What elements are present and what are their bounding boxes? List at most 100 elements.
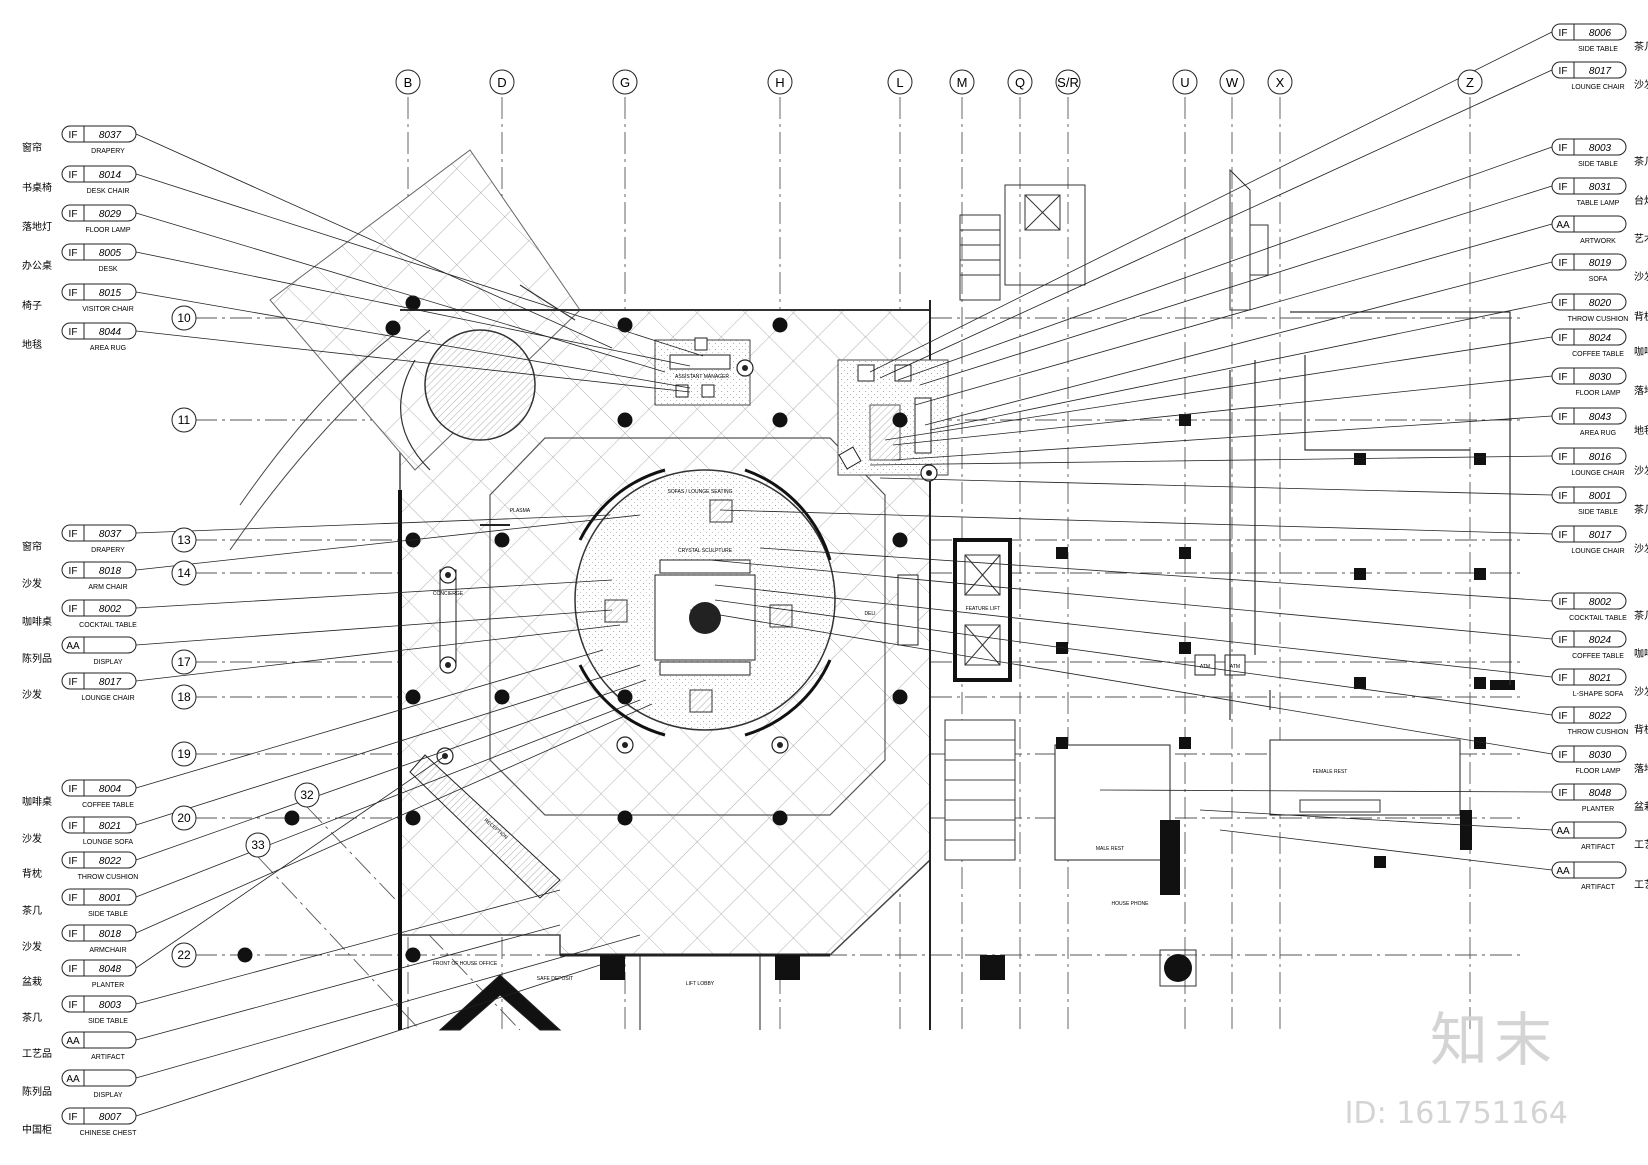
tag-chinese: 落地灯 xyxy=(22,220,52,233)
column-round xyxy=(617,317,633,333)
leader-line xyxy=(135,514,611,534)
leader-line xyxy=(879,69,1553,379)
planter-core xyxy=(445,662,451,668)
grid-bubble-row-label: 11 xyxy=(178,413,191,427)
grid-bubble-row-label: 17 xyxy=(177,655,191,669)
tag-capsule xyxy=(1551,177,1627,195)
column-square xyxy=(1474,677,1486,689)
tag-chinese: 咖啡桌 xyxy=(22,615,52,628)
leader-line xyxy=(709,559,1553,640)
tag-code: AA xyxy=(66,641,80,652)
tag-code: AA xyxy=(1556,826,1570,837)
grid-bubble-row xyxy=(171,527,197,553)
planter-core xyxy=(445,572,451,578)
tag-number: 8017 xyxy=(99,677,122,688)
grid-bubble-col-label: U xyxy=(1180,75,1189,90)
tag-code: IF xyxy=(69,964,78,975)
leader-line xyxy=(135,212,666,373)
grid-bubble-col-label: S/R xyxy=(1057,75,1079,90)
grid-bubble-row-label: 18 xyxy=(177,690,191,704)
tag-number: 8029 xyxy=(99,209,122,220)
tag-capsule xyxy=(61,204,137,222)
tag-chinese: 沙发 xyxy=(1634,464,1648,477)
tag-code: IF xyxy=(1559,333,1568,344)
tag-code: IF xyxy=(1559,258,1568,269)
grid-bubble-col-label: B xyxy=(404,75,413,90)
column-round xyxy=(405,947,421,963)
tag-code: IF xyxy=(69,677,78,688)
tag-english: LOUNGE CHAIR xyxy=(81,695,134,702)
planter-core xyxy=(622,742,628,748)
furniture-tag: IF8019SOFA沙发 xyxy=(1551,253,1648,283)
tag-english: PLANTER xyxy=(1582,806,1614,813)
tag-chinese: 沙发 xyxy=(22,940,42,953)
grid-line-diagonal xyxy=(257,856,421,1031)
tag-chinese: 地毯 xyxy=(22,338,42,351)
grid-bubble-row xyxy=(171,741,197,767)
column-square xyxy=(1374,856,1386,868)
tag-capsule xyxy=(61,672,137,690)
tag-capsule xyxy=(1551,592,1627,610)
tag-english: AREA RUG xyxy=(1580,430,1616,437)
leader-line xyxy=(135,251,691,367)
tag-number: 8024 xyxy=(1589,333,1612,344)
tag-code: IF xyxy=(69,209,78,220)
tag-number: 8003 xyxy=(1589,143,1612,154)
column-round xyxy=(892,689,908,705)
tag-capsule xyxy=(1551,821,1627,839)
grid-bubble-col xyxy=(489,69,515,95)
tag-number: 8003 xyxy=(99,1000,122,1011)
leader-line xyxy=(135,934,641,1079)
east-partitions xyxy=(1229,311,1511,720)
leader-line xyxy=(135,579,613,609)
tag-capsule xyxy=(61,1107,137,1125)
tag-code: AA xyxy=(66,1074,80,1085)
tag-capsule xyxy=(1551,745,1627,763)
structural-columns xyxy=(237,295,1486,963)
tag-chinese: 背枕 xyxy=(22,867,42,880)
leader-line xyxy=(135,964,601,1117)
tag-english: DRAPERY xyxy=(91,148,125,155)
tag-capsule xyxy=(1551,138,1627,156)
tag-capsule xyxy=(61,1069,137,1087)
column-round xyxy=(617,412,633,428)
tag-code: IF xyxy=(69,288,78,299)
tag-code: IF xyxy=(69,130,78,141)
tag-capsule xyxy=(1551,486,1627,504)
tag-capsule xyxy=(1551,407,1627,425)
tag-chinese: 茶几 xyxy=(22,1011,42,1024)
tag-chinese: 茶几 xyxy=(22,904,42,917)
grid-bubble-col xyxy=(612,69,638,95)
tag-english: DISPLAY xyxy=(93,1092,122,1099)
tag-english: DRAPERY xyxy=(91,547,125,554)
tag-code: IF xyxy=(1559,491,1568,502)
grid-bubble-col xyxy=(1219,69,1245,95)
tag-code: IF xyxy=(69,566,78,577)
column-square xyxy=(1179,547,1191,559)
tag-capsule xyxy=(1551,630,1627,648)
grid-bubble-col xyxy=(767,69,793,95)
column-round xyxy=(284,810,300,826)
grid-bubble-row xyxy=(171,942,197,968)
tag-code: IF xyxy=(1559,412,1568,423)
feature-lift-label: FEATURE LIFT xyxy=(966,606,1001,612)
column-square xyxy=(1354,453,1366,465)
tag-chinese: 地毯 xyxy=(1634,424,1648,437)
tag-code: IF xyxy=(69,327,78,338)
column-round xyxy=(892,532,908,548)
tag-capsule xyxy=(1551,61,1627,79)
tag-code: IF xyxy=(69,604,78,615)
tag-english: AREA RUG xyxy=(90,345,126,352)
